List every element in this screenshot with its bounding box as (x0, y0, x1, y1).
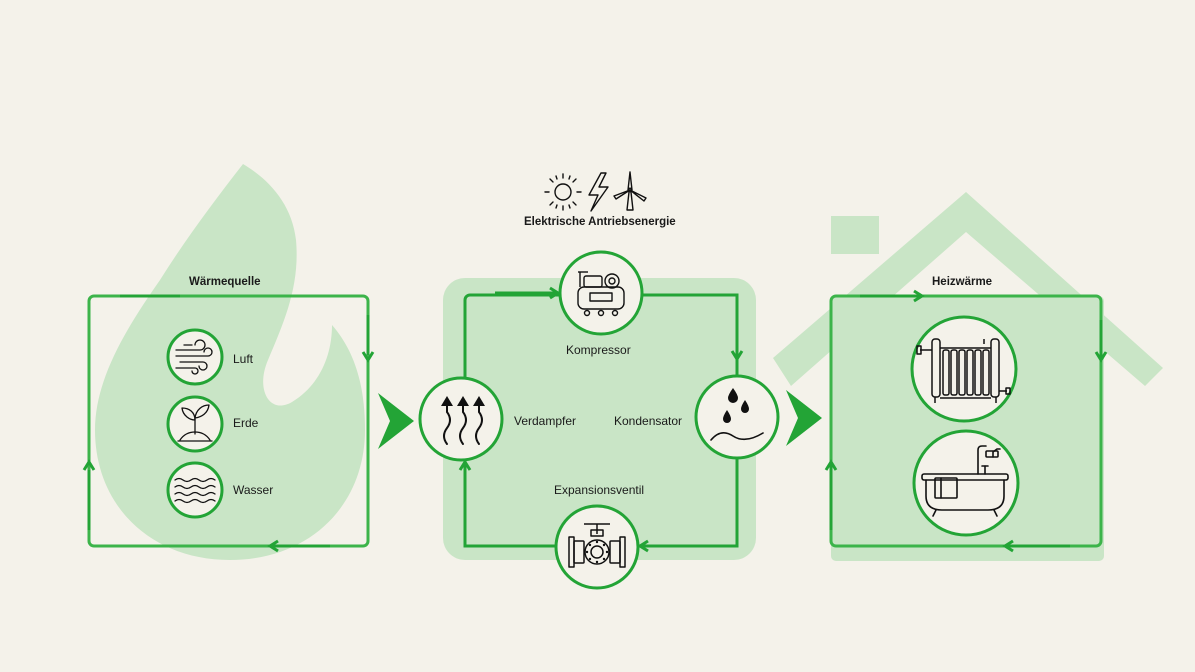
heating-loop-arrows (824, 289, 1108, 553)
plant-icon (166, 395, 224, 453)
waves-icon (166, 461, 224, 519)
flame-background (95, 164, 365, 560)
chevron-right-icon (786, 390, 822, 446)
evaporator-heat-icon (418, 376, 504, 462)
sun-icon (544, 173, 582, 211)
bathtub-icon (912, 429, 1020, 537)
compressor-icon (558, 250, 644, 336)
pump-loop (458, 286, 744, 553)
energy-label: Elektrische Antriebsenergie (524, 216, 676, 228)
condenser-drops-icon (694, 374, 780, 460)
expansion-valve-icon (554, 504, 640, 590)
source-item-label: Erde (233, 416, 259, 430)
wind-turbine-icon (613, 171, 647, 211)
radiator-icon (910, 315, 1018, 423)
compressor-label: Kompressor (566, 343, 631, 357)
condenser-label: Kondensator (614, 414, 683, 428)
heating-title: Heizwärme (932, 276, 993, 288)
pump-background (443, 278, 756, 560)
source-loop-arrows (82, 294, 375, 553)
source-loop (87, 294, 370, 548)
chevron-right-icon (378, 393, 414, 449)
source-title: Wärmequelle (189, 276, 261, 288)
heating-loop (829, 294, 1103, 548)
source-item-label: Luft (233, 352, 254, 366)
evaporator-label: Verdampfer (514, 414, 577, 428)
source-item-label: Wasser (233, 483, 274, 497)
house-background (773, 192, 1163, 561)
lightning-icon (588, 172, 609, 212)
wind-icon (166, 328, 224, 386)
expansion-valve-label: Expansionsventil (554, 483, 645, 497)
